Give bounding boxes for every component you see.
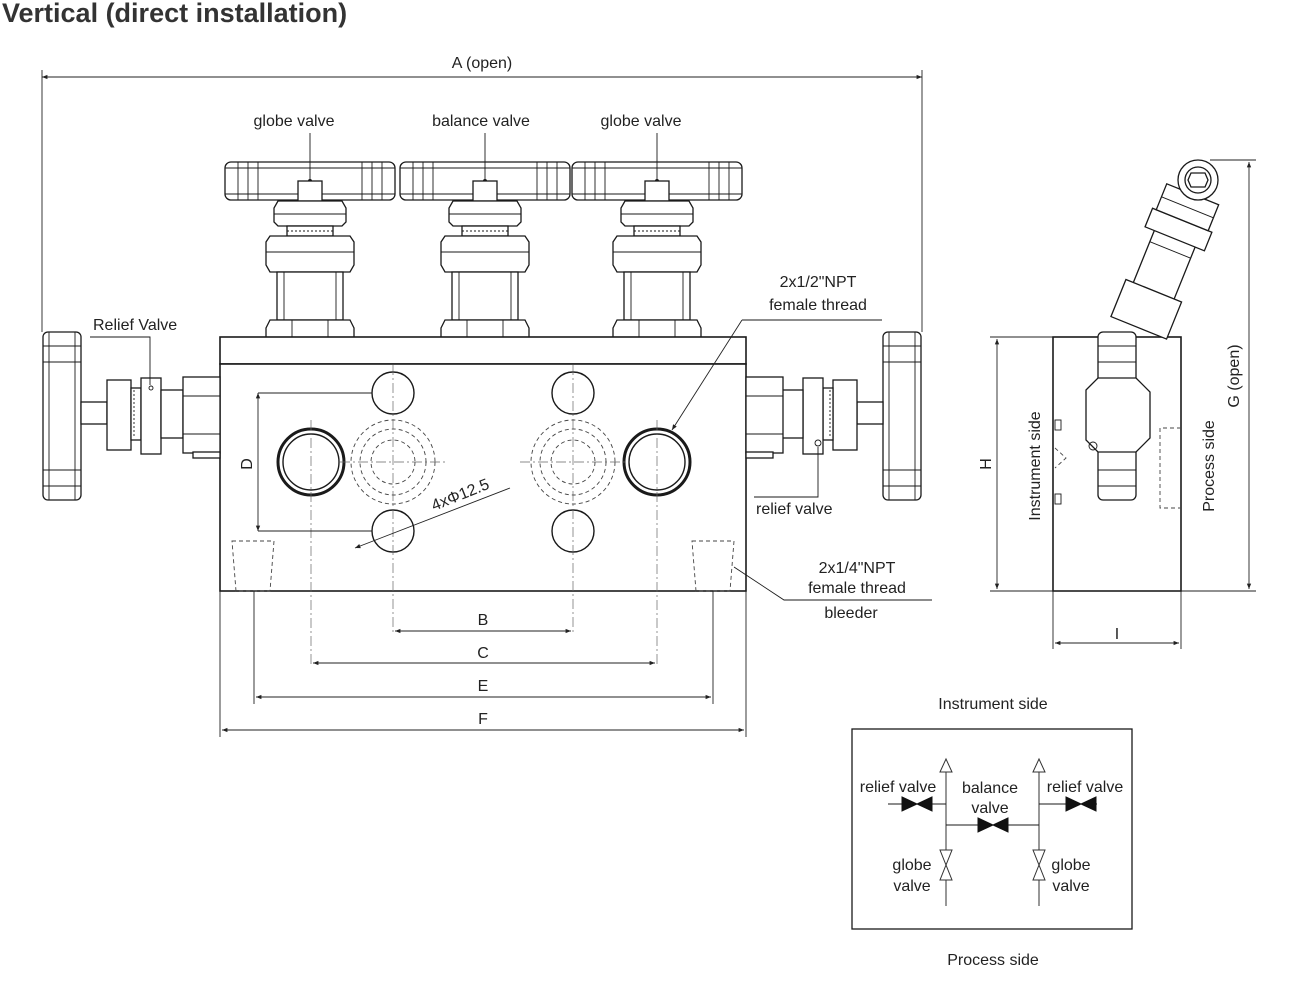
schematic-instrument-side: Instrument side — [938, 696, 1047, 713]
globe-valve-left-label: globe valve — [254, 113, 335, 130]
dim-f-label: F — [478, 711, 488, 728]
dimension-h — [990, 336, 1256, 592]
relief-valve-right-label: relief valve — [756, 501, 833, 518]
dimension-i — [1052, 591, 1182, 649]
bleeder-label: bleeder — [824, 605, 878, 622]
dimension-f — [219, 591, 747, 737]
globe-valve-left-assembly — [224, 161, 396, 363]
process-side-vertical-label: Process side — [1201, 420, 1218, 512]
schematic-globe-left-2: valve — [893, 878, 930, 895]
npt-quarter-label-2: female thread — [808, 580, 906, 597]
schematic-balance-1: balance — [962, 780, 1018, 797]
npt-half-label-1: 2x1/2"NPT — [780, 274, 857, 291]
schematic-relief-left: relief valve — [860, 779, 937, 796]
dim-i-label: I — [1115, 626, 1119, 643]
bleeder-ports — [231, 540, 735, 592]
globe-valve-right-label: globe valve — [601, 113, 682, 130]
schematic-globe-left-1: globe — [892, 857, 931, 874]
flow-schematic — [851, 728, 1133, 930]
dim-c-label: C — [477, 645, 489, 662]
dimension-a — [41, 70, 923, 332]
npt-quarter-label-1: 2x1/4"NPT — [819, 560, 896, 577]
right-side-valve — [745, 331, 922, 501]
dim-a-label: A (open) — [452, 55, 512, 72]
instrument-side-vertical-label: Instrument side — [1027, 411, 1044, 520]
dimension-g — [1210, 159, 1256, 589]
schematic-globe-right-1: globe — [1051, 857, 1090, 874]
side-view — [1052, 159, 1220, 592]
dimension-e — [253, 591, 714, 704]
dim-g-label: G (open) — [1226, 344, 1243, 407]
left-side-valve — [42, 331, 221, 501]
dim-e-label: E — [478, 678, 489, 695]
globe-valve-right-assembly — [571, 161, 743, 363]
balance-valve-label: balance valve — [432, 113, 530, 130]
dim-b-label: B — [478, 612, 489, 629]
page-title: Vertical (direct installation) — [2, 0, 348, 28]
balance-valve-assembly — [399, 161, 571, 363]
schematic-balance-2: valve — [971, 800, 1008, 817]
center-lines — [310, 365, 658, 665]
schematic-globe-right-2: valve — [1052, 878, 1089, 895]
relief-valve-top-label: Relief Valve — [93, 317, 177, 334]
dim-h-label: H — [978, 458, 995, 470]
schematic-relief-right: relief valve — [1047, 779, 1124, 796]
dim-d-label: D — [239, 458, 256, 470]
npt-half-label-2: female thread — [769, 297, 867, 314]
dimension-d — [255, 392, 372, 532]
schematic-process-side: Process side — [947, 952, 1039, 969]
